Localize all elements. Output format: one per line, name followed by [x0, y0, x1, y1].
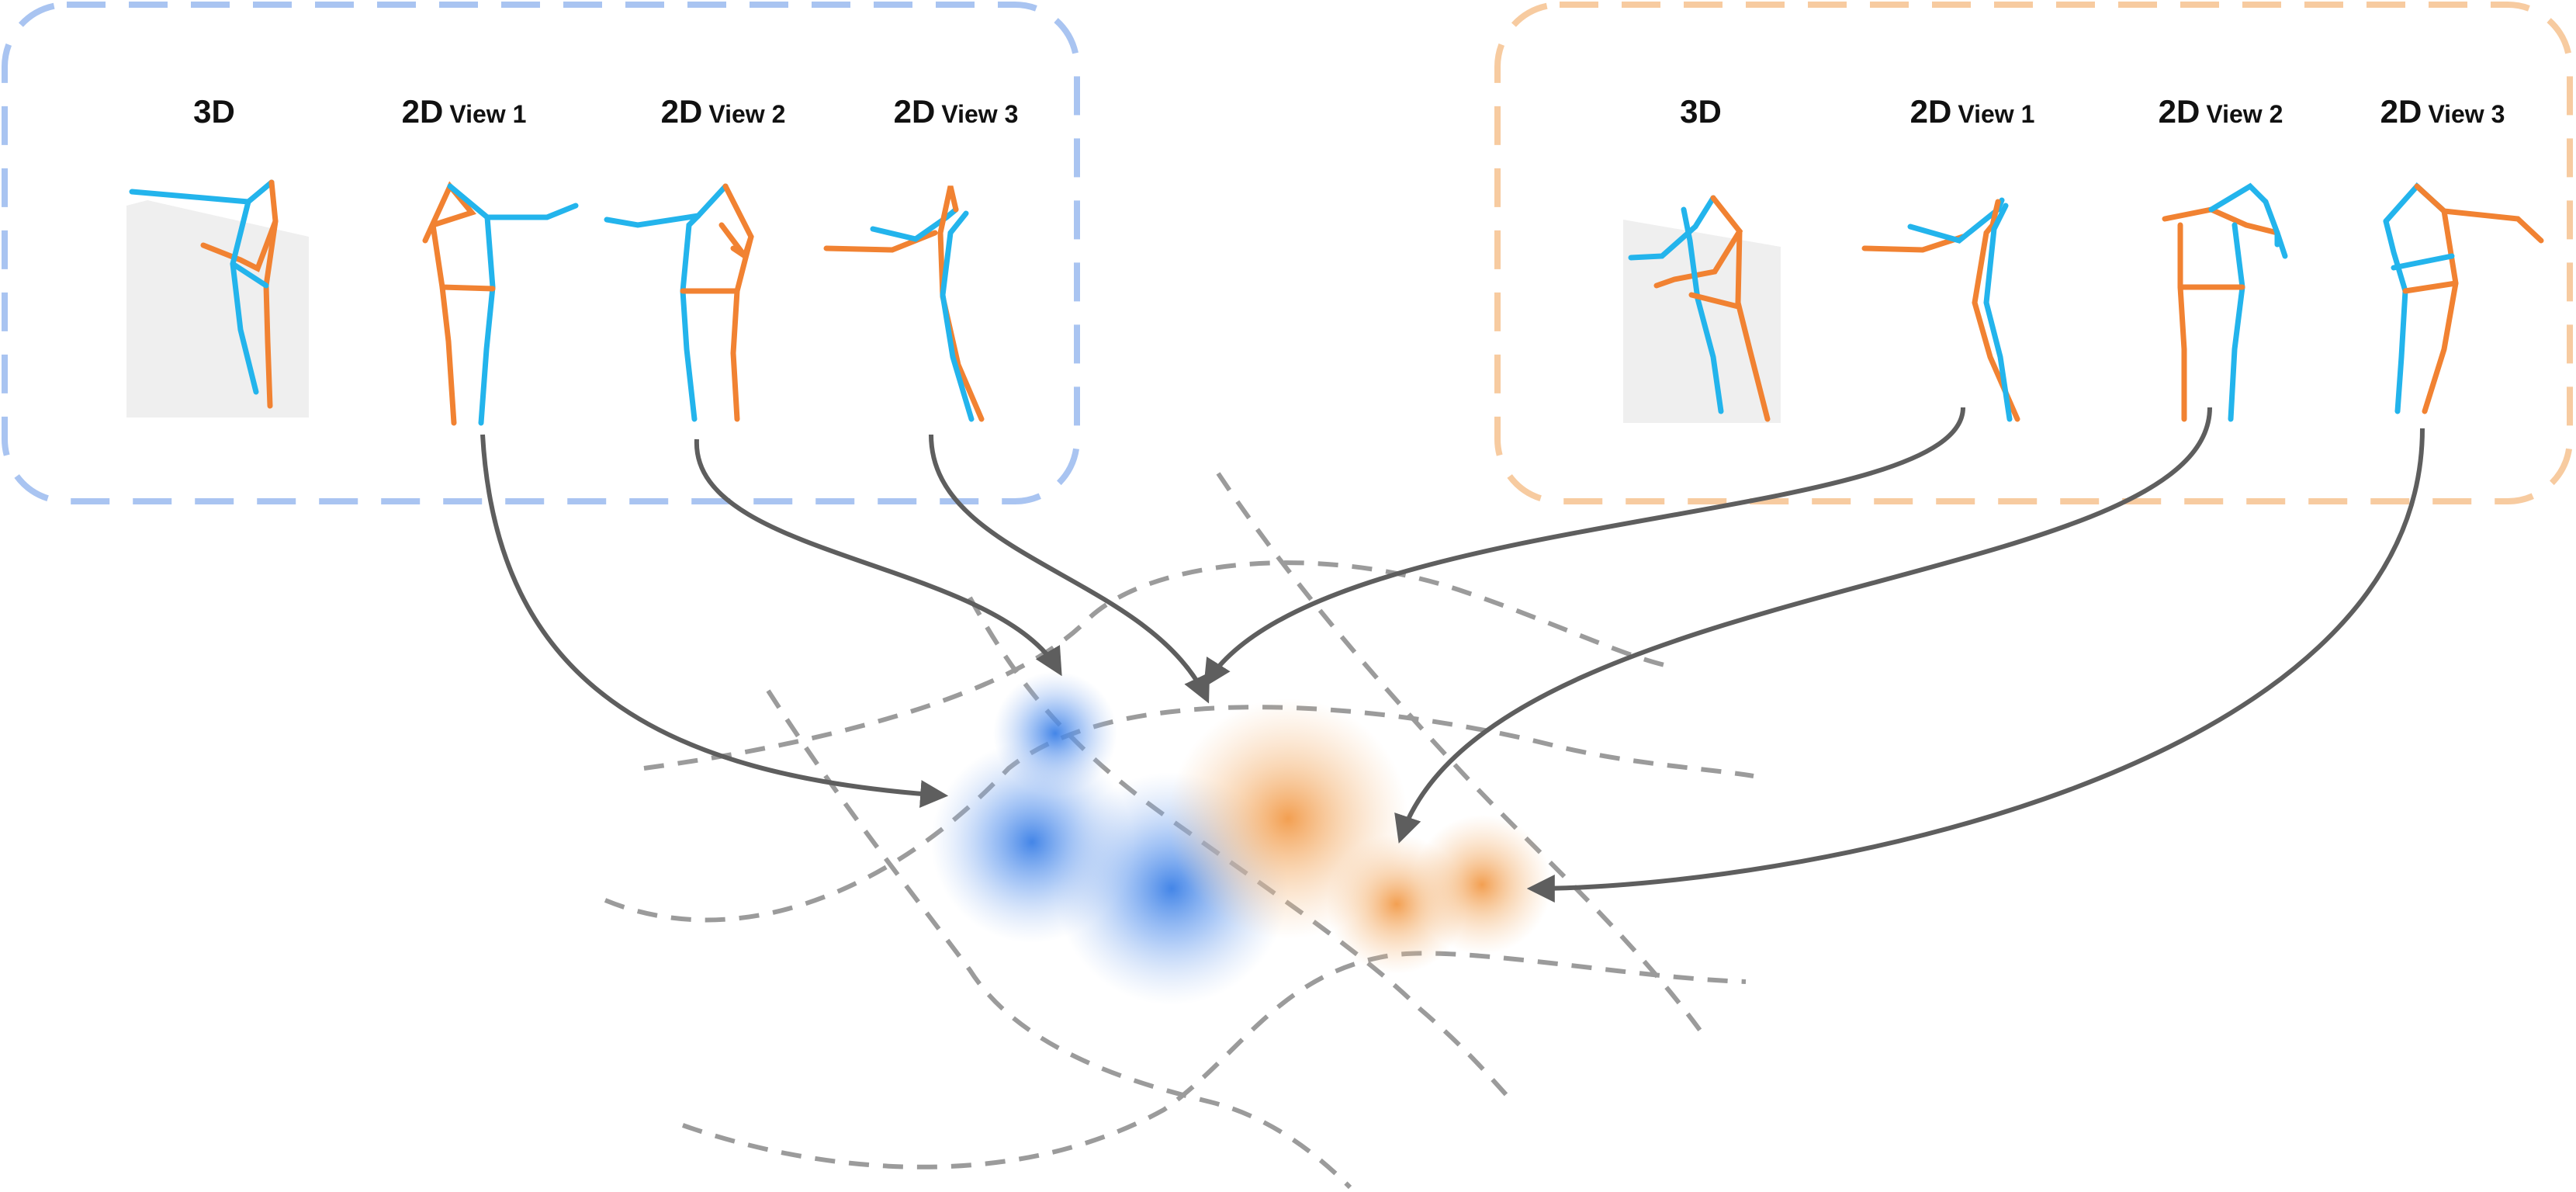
mapping-arrows [480, 407, 2425, 903]
label-main: 3D [193, 93, 235, 130]
manifold-curve [682, 951, 1747, 1169]
label-sub: View 2 [2206, 100, 2283, 128]
blob-orange [1412, 815, 1552, 955]
skeleton-right-view3 [2383, 182, 2544, 414]
embedding-blobs [931, 671, 1552, 1005]
skeleton-right-view2 [2162, 182, 2288, 422]
skeleton-right-view1 [1861, 197, 2020, 422]
label-main: 2D [401, 93, 444, 130]
manifold-curve [1216, 472, 1709, 1041]
label-sub: View 3 [941, 100, 1019, 128]
arrow-right-view1 [1203, 407, 1965, 688]
label-sub: View 2 [708, 100, 786, 128]
arrow-left-view1 [480, 434, 949, 808]
arrow-right-view2 [1394, 407, 2212, 844]
skeleton-left-3d [126, 179, 309, 418]
label-main: 2D [1909, 93, 1952, 130]
label-main: 2D [660, 93, 703, 130]
label-sub: View 1 [449, 100, 527, 128]
label-main: 2D [2380, 93, 2422, 130]
label-main: 2D [2158, 93, 2200, 130]
label-left-3d: 3D [193, 93, 235, 130]
skeleton-right-3d [1623, 195, 1781, 423]
label-main: 2D [893, 93, 936, 130]
arrow-left-view2 [694, 438, 1062, 677]
skeleton-left-view3 [823, 185, 985, 422]
group-frame-left [2, 2, 1080, 504]
label-sub: View 1 [1958, 100, 2035, 128]
arrow-left-view3 [929, 434, 1210, 704]
group-frame-right [1494, 2, 2573, 504]
manifold-curve [766, 689, 1352, 1190]
manifold-curve [643, 560, 1677, 771]
ground-plane [126, 200, 309, 418]
label-sub: View 3 [2428, 100, 2505, 128]
skeleton-left-view2 [604, 183, 754, 422]
arrow-right-view3 [1526, 428, 2425, 903]
skeleton-left-view1 [422, 181, 579, 426]
label-right-3d: 3D [1680, 93, 1722, 130]
label-main: 3D [1680, 93, 1722, 130]
